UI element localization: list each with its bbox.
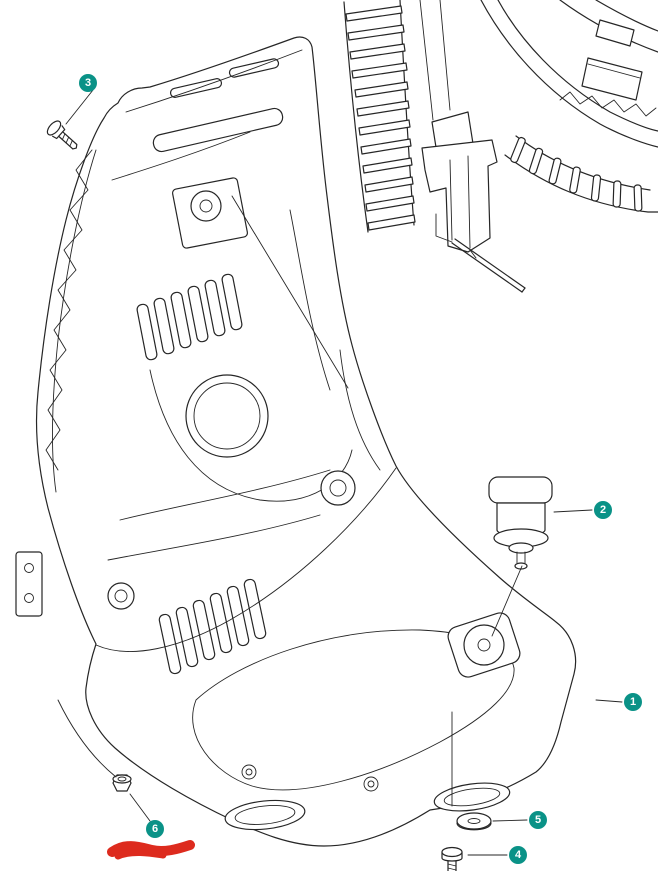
frame-part (15, 36, 577, 847)
nut-part (112, 774, 132, 792)
callout-1-label: 1 (629, 695, 637, 708)
corrugated-strip-part (343, 0, 416, 233)
pin-part (451, 238, 526, 293)
screw-part (46, 120, 78, 150)
callout-4[interactable]: 4 (509, 846, 527, 864)
callout-3-label: 3 (84, 76, 92, 89)
callout-6[interactable]: 6 (146, 820, 164, 838)
housing-grille-slots (510, 136, 643, 212)
bolt-part (441, 846, 463, 871)
damper-part (488, 476, 553, 570)
housing-part (419, 0, 658, 213)
callout-1[interactable]: 1 (624, 693, 642, 711)
bracket-part (421, 139, 498, 253)
foot-pads (224, 782, 511, 831)
callout-5-label: 5 (534, 813, 542, 826)
callout-6-label: 6 (151, 822, 159, 835)
upper-vent-slots (136, 273, 243, 361)
callout-2[interactable]: 2 (594, 501, 612, 519)
left-tab (15, 551, 43, 617)
leader-lines (57, 89, 623, 856)
callout-3[interactable]: 3 (79, 74, 97, 92)
red-marker-annotation (107, 840, 195, 860)
callout-2-label: 2 (599, 503, 607, 516)
washer-part (456, 812, 492, 831)
callout-4-label: 4 (514, 848, 522, 861)
base-mount-plate (447, 612, 521, 678)
lower-vent-slots (158, 578, 267, 675)
callout-5[interactable]: 5 (529, 811, 547, 829)
